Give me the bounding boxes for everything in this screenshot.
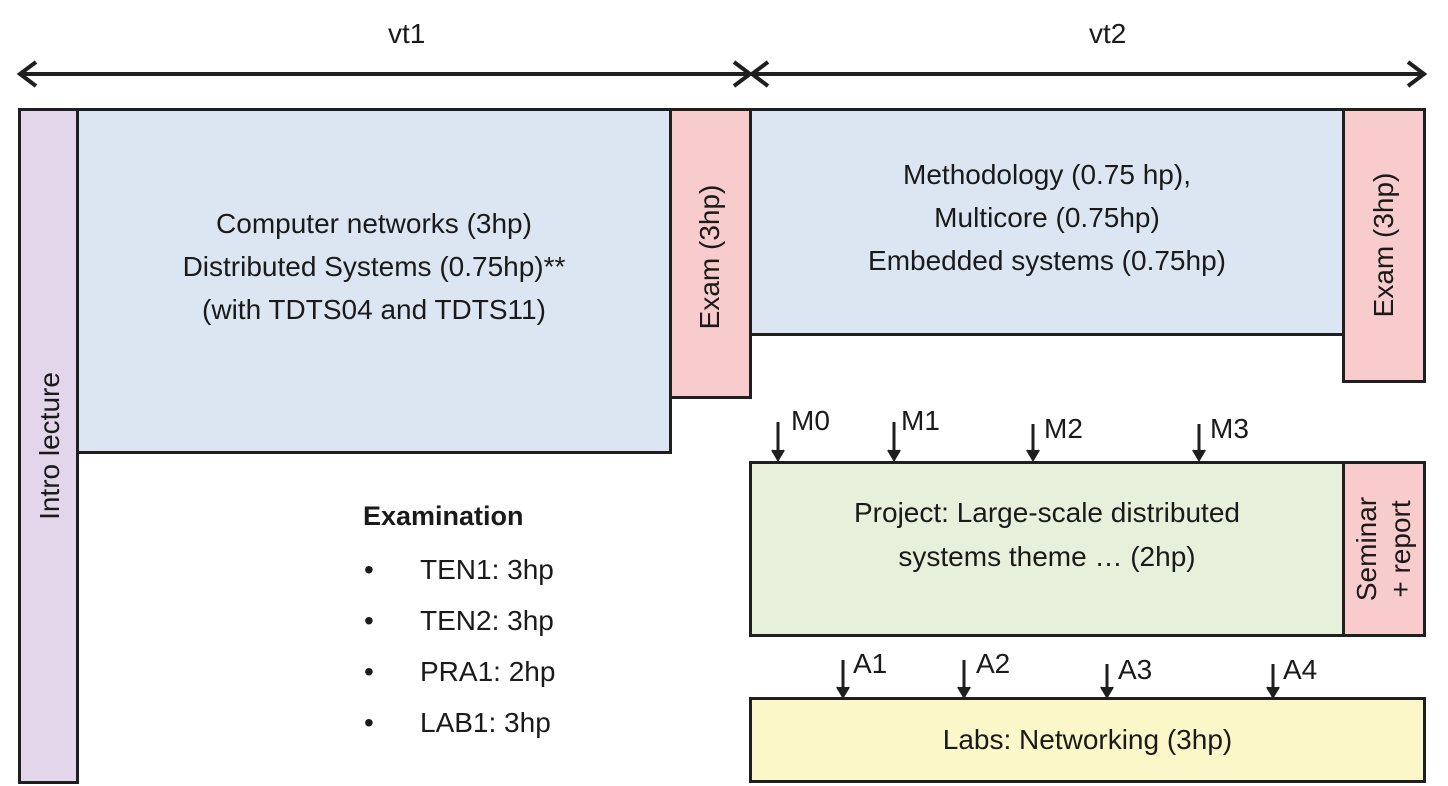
computer-networks-line-1: Computer networks (3hp) bbox=[216, 207, 532, 239]
examination-item-text: TEN1: 3hp bbox=[420, 554, 554, 585]
bullet-icon: • bbox=[364, 656, 374, 687]
intro-lecture-label: Intro lecture bbox=[34, 372, 65, 520]
examination-item-text: LAB1: 3hp bbox=[420, 707, 551, 738]
examination-item-text: PRA1: 2hp bbox=[420, 656, 556, 687]
bullet-icon: • bbox=[364, 707, 374, 738]
seminar-box bbox=[1342, 461, 1426, 637]
methodology-line-1: Methodology (0.75 hp), bbox=[903, 158, 1191, 190]
a3-tick-head bbox=[1100, 686, 1114, 699]
project-line-1: Project: Large-scale distributed bbox=[854, 497, 1240, 528]
examination-item: • PRA1: 2hp bbox=[362, 650, 555, 701]
vt1-label: vt1 bbox=[388, 18, 426, 49]
computer-networks-box: Computer networks (3hp) Distributed Syst… bbox=[76, 108, 672, 454]
computer-networks-line-3: (with TDTS04 and TDTS11) bbox=[202, 293, 546, 325]
a4-tick-head bbox=[1266, 686, 1280, 699]
methodology-line-3: Embedded systems (0.75hp) bbox=[868, 244, 1226, 276]
milestone-m0-label: M0 bbox=[791, 405, 830, 436]
assignment-a3-label: A3 bbox=[1118, 654, 1153, 685]
examination-item: • TEN1: 3hp bbox=[362, 548, 555, 599]
exam-vt2-label: Exam (3hp) bbox=[1368, 172, 1399, 318]
milestone-m1-label: M1 bbox=[901, 405, 940, 436]
seminar-line-1: Seminar bbox=[1351, 496, 1382, 602]
examination-title: Examination bbox=[363, 501, 524, 531]
assignment-a2-label: A2 bbox=[976, 648, 1011, 679]
project-line-2: systems theme … (2hp) bbox=[898, 541, 1196, 572]
assignment-a4-label: A4 bbox=[1283, 654, 1318, 685]
assignment-ticks bbox=[836, 660, 1280, 699]
examination-item-text: TEN2: 3hp bbox=[420, 605, 554, 636]
computer-networks-text: Computer networks (3hp) Distributed Syst… bbox=[183, 202, 566, 331]
exam-vt1-label: Exam (3hp) bbox=[694, 184, 725, 330]
labs-box: Labs: Networking (3hp) bbox=[749, 697, 1426, 783]
assignment-a1-label: A1 bbox=[853, 648, 888, 679]
methodology-text: Methodology (0.75 hp), Multicore (0.75hp… bbox=[868, 153, 1226, 282]
examination-item: • TEN2: 3hp bbox=[362, 599, 555, 650]
bullet-icon: • bbox=[364, 605, 374, 636]
vt2-arrowhead-right bbox=[1406, 60, 1428, 88]
examination-item: • LAB1: 3hp bbox=[362, 701, 555, 752]
milestone-m2-label: M2 bbox=[1044, 413, 1083, 444]
project-text: Project: Large-scale distributed systems… bbox=[854, 491, 1240, 579]
vt1-arrowhead-left bbox=[16, 60, 38, 88]
vt2-arrowhead-left bbox=[748, 60, 770, 88]
methodology-box: Methodology (0.75 hp), Multicore (0.75hp… bbox=[749, 108, 1345, 336]
project-box: Project: Large-scale distributed systems… bbox=[749, 461, 1345, 637]
vt2-label: vt2 bbox=[1089, 18, 1127, 49]
bullet-icon: • bbox=[364, 554, 374, 585]
seminar-label: Seminar + report bbox=[1350, 497, 1418, 601]
a2-tick-head bbox=[957, 686, 971, 699]
labs-label: Labs: Networking (3hp) bbox=[942, 724, 1233, 755]
m0-tick-head bbox=[771, 449, 785, 462]
seminar-line-2: + report bbox=[1385, 500, 1416, 598]
a1-tick-head bbox=[836, 686, 850, 699]
milestone-ticks bbox=[771, 422, 1206, 462]
milestone-m3-label: M3 bbox=[1210, 413, 1249, 444]
exam-vt2-box bbox=[1342, 108, 1426, 383]
examination-list: • TEN1: 3hp • TEN2: 3hp • PRA1: 2hp • LAB1: … bbox=[362, 548, 555, 752]
m1-tick-head bbox=[887, 449, 901, 462]
m2-tick-head bbox=[1026, 449, 1040, 462]
m3-tick-head bbox=[1192, 449, 1206, 462]
computer-networks-line-2: Distributed Systems (0.75hp)** bbox=[182, 250, 566, 282]
methodology-line-2: Multicore (0.75hp) bbox=[934, 201, 1160, 233]
